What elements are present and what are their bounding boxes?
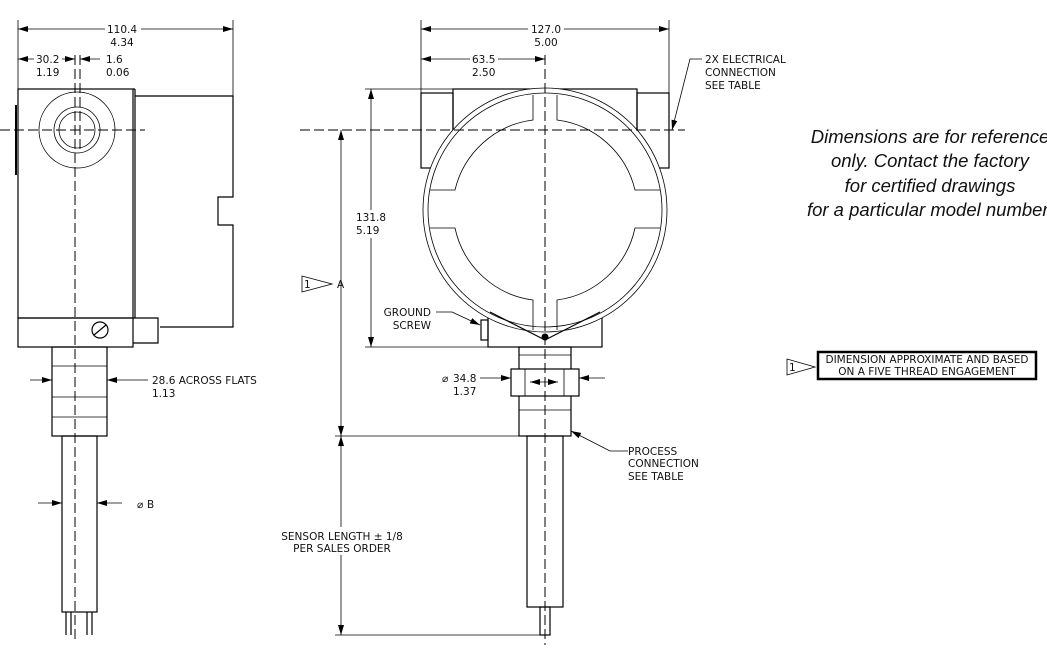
flag-triangle-icon <box>301 275 334 293</box>
flats-label: 28.6 ACROSS FLATS <box>152 375 257 387</box>
diameter-symbol-icon: ⌀ <box>442 373 448 385</box>
electrical-callout-1: 2X ELECTRICAL <box>705 54 786 66</box>
reference-note-2: only. Contact the factory <box>831 150 1031 171</box>
front-view: 127.0 5.00 63.5 2.50 2X ELECTRICAL CONNE… <box>280 20 786 645</box>
flag-triangle-icon <box>786 358 817 376</box>
electrical-callout-2: CONNECTION <box>705 67 776 79</box>
process-callout-1: PROCESS <box>628 446 678 458</box>
flag-note-1: DIMENSION APPROXIMATE AND BASED <box>825 354 1028 366</box>
sensor-length-1: SENSOR LENGTH ± 1/8 <box>281 531 403 543</box>
diameter-symbol-icon: ⌀ <box>137 499 143 511</box>
hex-dia-in: 1.37 <box>453 386 476 398</box>
probe-wires <box>65 612 93 635</box>
neck <box>51 346 108 437</box>
width-in: 5.00 <box>534 37 557 49</box>
probe-dia-label: B <box>147 499 154 511</box>
electrical-callout-3: SEE TABLE <box>705 80 761 92</box>
screw-icon <box>91 321 109 339</box>
half-width-in: 2.50 <box>472 67 495 79</box>
ground-screw-icon <box>480 319 489 341</box>
offset-mm: 30.2 <box>36 54 59 66</box>
hex-dia-mm: 34.8 <box>453 373 476 385</box>
gap-mm: 1.6 <box>106 54 123 66</box>
ground-screw-label-1: GROUND <box>384 307 431 319</box>
flag-number: 1 <box>304 279 311 291</box>
sensor-length-2: PER SALES ORDER <box>293 543 391 555</box>
flats-in: 1.13 <box>152 388 175 400</box>
side-view: 110.4 4.34 30.2 1.19 1.6 0.06 28.6 ACROS… <box>0 20 257 640</box>
reference-note-4: for a particular model number. <box>807 199 1047 220</box>
width-mm: 110.4 <box>107 24 137 36</box>
cover-ribs <box>430 95 660 330</box>
tab <box>133 317 159 344</box>
height-mm: 131.8 <box>356 212 386 224</box>
process-callout-2: CONNECTION <box>628 458 699 470</box>
offset-in: 1.19 <box>36 67 59 79</box>
dim-a-label: A <box>337 279 345 291</box>
flag-number: 1 <box>789 362 796 374</box>
notes: Dimensions are for reference only. Conta… <box>786 126 1047 381</box>
gap-in: 0.06 <box>106 67 130 79</box>
reference-note-1: Dimensions are for reference <box>811 126 1047 147</box>
process-callout-3: SEE TABLE <box>628 471 684 483</box>
probe <box>61 435 98 613</box>
ground-screw-label-2: SCREW <box>393 320 432 332</box>
reference-note-3: for certified drawings <box>845 175 1016 196</box>
width-in: 4.34 <box>110 37 134 49</box>
flag-note-2: ON A FIVE THREAD ENGAGEMENT <box>838 366 1016 378</box>
width-mm: 127.0 <box>531 24 561 36</box>
flag-note-box <box>816 350 1038 381</box>
housing-cover <box>135 95 234 328</box>
half-width-mm: 63.5 <box>472 54 495 66</box>
height-in: 5.19 <box>356 225 379 237</box>
